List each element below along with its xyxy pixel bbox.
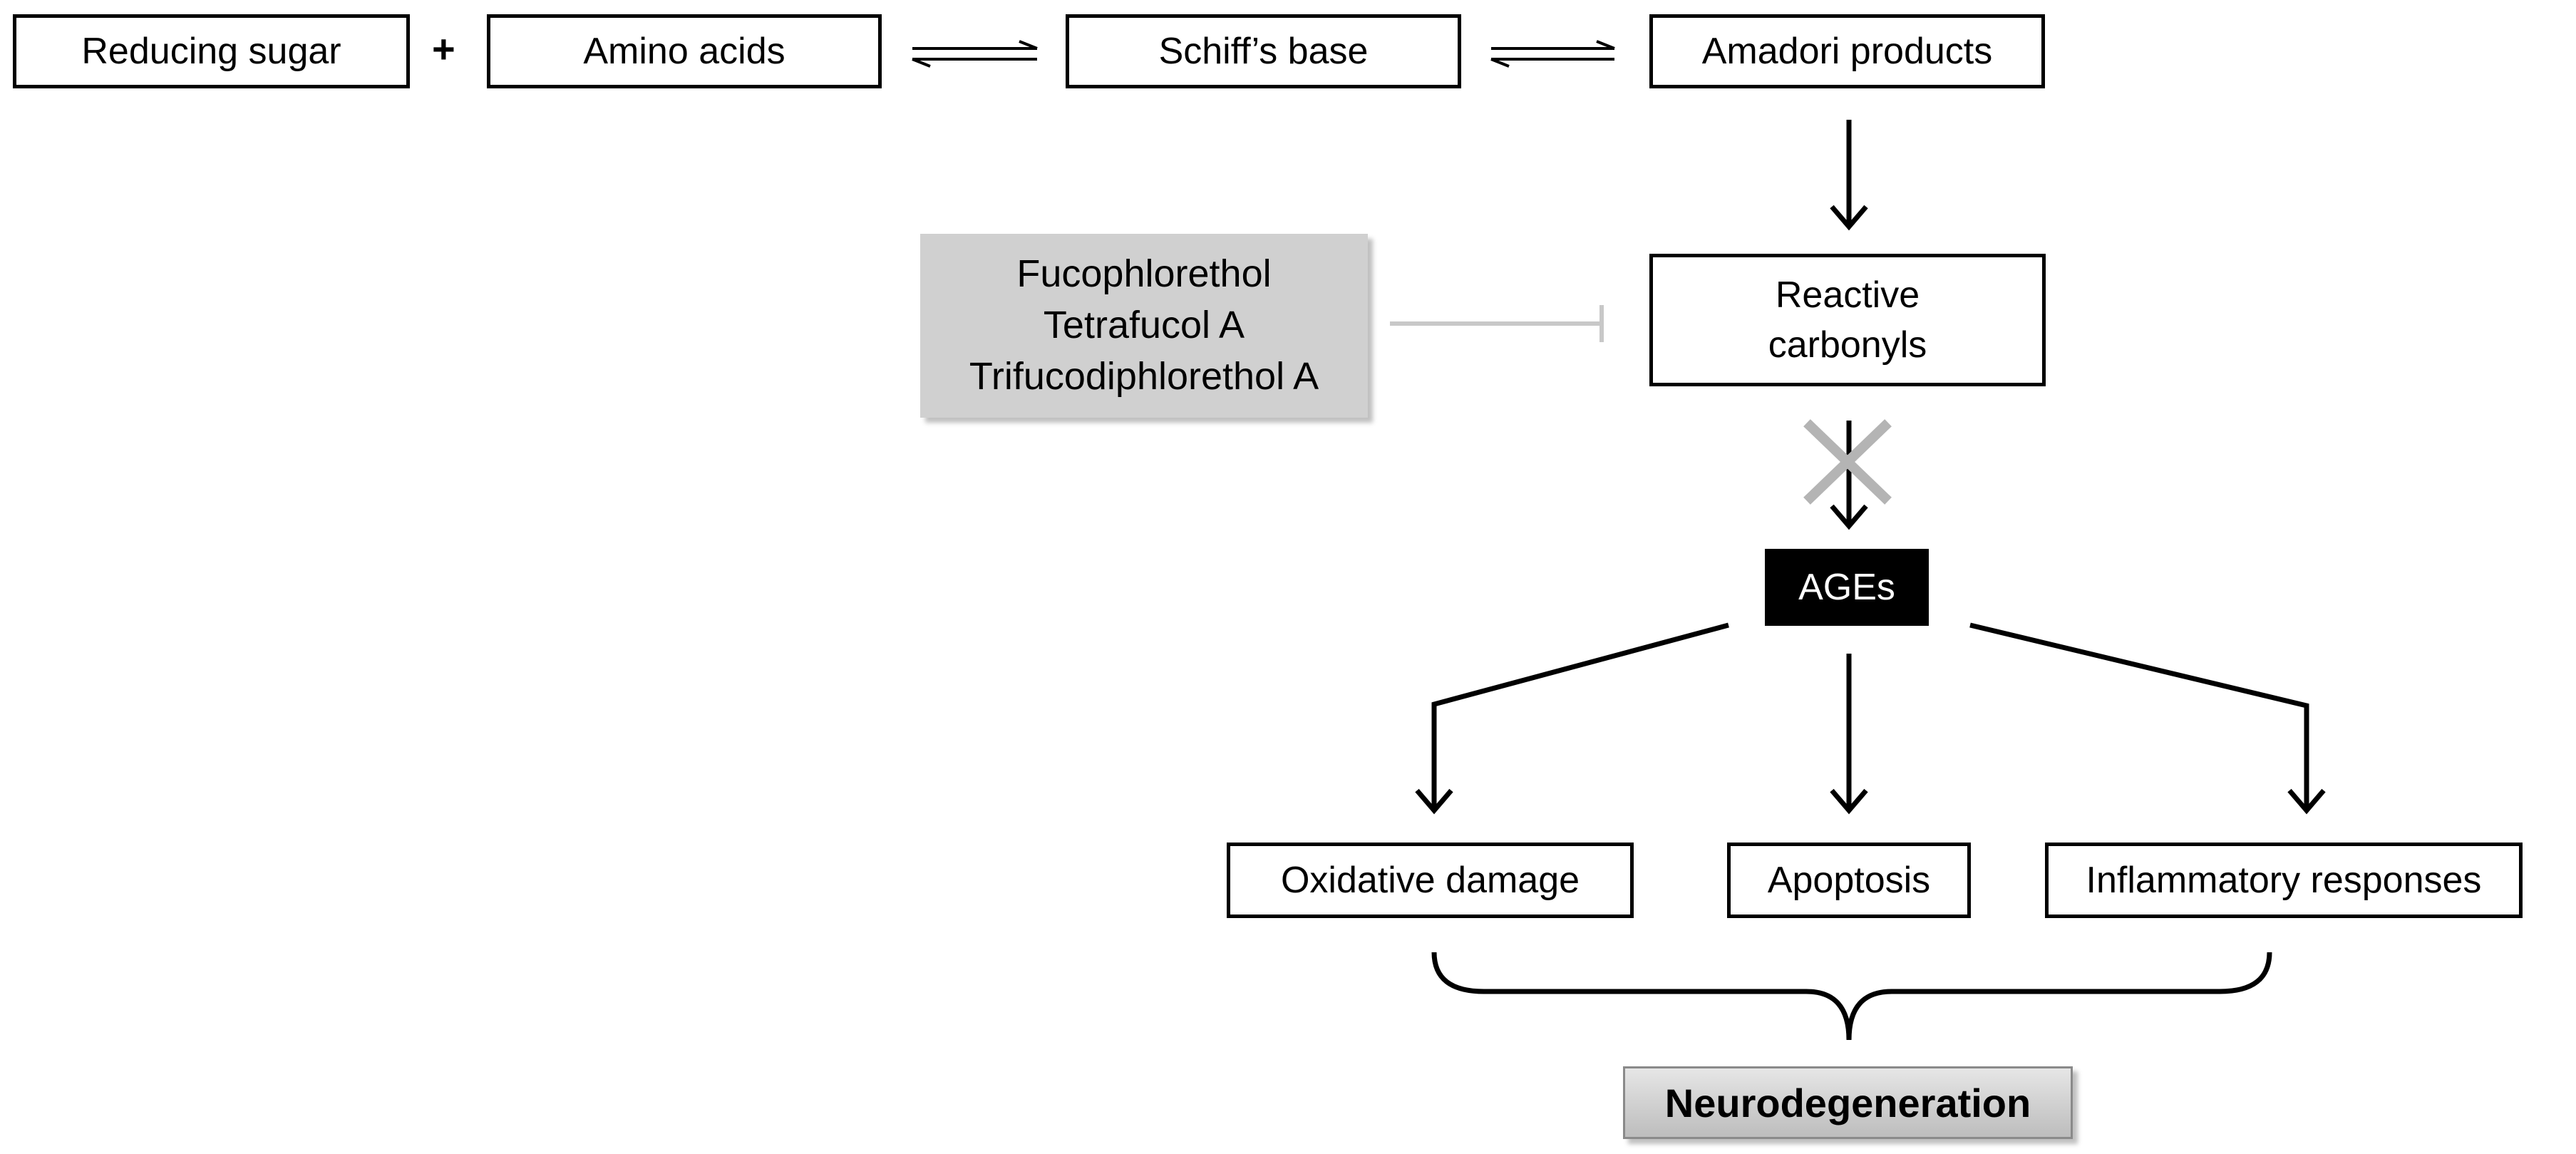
equilibrium-arrow-2: [1490, 40, 1615, 68]
blocked-cross-icon: [1803, 419, 1892, 505]
curly-brace: [1431, 952, 2272, 1041]
oxidative-damage-box: Oxidative damage: [1227, 843, 1634, 918]
schiffs-base-box: Schiff’s base: [1066, 14, 1461, 88]
neurodegeneration-label: Neurodegeneration: [1664, 1080, 2031, 1125]
amadori-products-box: Amadori products: [1649, 14, 2045, 88]
arrow-ages-to-inflammatory: [1969, 622, 2326, 815]
inhibitor-compounds-box: Fucophlorethol Tetrafucol A Trifucodiphl…: [920, 234, 1368, 418]
reducing-sugar-box: Reducing sugar: [13, 14, 410, 88]
reactive-carbonyls-line2: carbonyls: [1768, 324, 1927, 366]
oxidative-damage-label: Oxidative damage: [1280, 859, 1580, 901]
apoptosis-box: Apoptosis: [1727, 843, 1971, 918]
schiffs-base-label: Schiff’s base: [1158, 30, 1369, 72]
neurodegeneration-box: Neurodegeneration: [1623, 1066, 2073, 1139]
inflammatory-responses-box: Inflammatory responses: [2045, 843, 2523, 918]
reducing-sugar-label: Reducing sugar: [81, 30, 341, 72]
inhibition-line: [1390, 305, 1604, 342]
reactive-carbonyls-line1: Reactive: [1775, 274, 1920, 316]
arrow-amadori-to-carbonyls: [1830, 120, 1868, 231]
ages-label: AGEs: [1798, 567, 1895, 608]
plus-sign: +: [432, 26, 455, 71]
inhibitor-fucophlorethol: Fucophlorethol: [1016, 252, 1272, 296]
arrow-carbonyls-to-ages: [1830, 421, 1868, 530]
arrow-ages-to-oxidative: [1415, 622, 1729, 815]
amadori-products-label: Amadori products: [1701, 30, 1993, 72]
amino-acids-label: Amino acids: [583, 30, 785, 72]
inhibitor-trifucodiphlorethol-a: Trifucodiphlorethol A: [969, 354, 1319, 398]
equilibrium-arrow-1: [912, 40, 1038, 68]
apoptosis-label: Apoptosis: [1767, 859, 1931, 901]
inhibitor-tetrafucol-a: Tetrafucol A: [1043, 304, 1245, 347]
amino-acids-box: Amino acids: [487, 14, 882, 88]
ages-box: AGEs: [1765, 549, 1929, 626]
inflammatory-responses-label: Inflammatory responses: [2086, 859, 2482, 901]
arrow-ages-to-apoptosis: [1830, 654, 1868, 815]
reactive-carbonyls-box: Reactive carbonyls: [1649, 254, 2046, 386]
